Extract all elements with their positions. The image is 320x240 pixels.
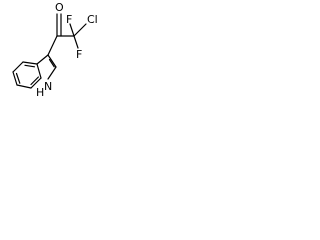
fluorine-right-label: F xyxy=(76,48,82,61)
chlorine-label: Cl xyxy=(87,13,98,26)
bond-c3-c2 xyxy=(47,54,57,68)
bond-c3a-c7a-inner xyxy=(24,64,36,68)
acyl-side-chain xyxy=(47,13,87,56)
bond-c3a-c3 xyxy=(36,54,49,65)
hydrogen-label: H xyxy=(36,86,44,99)
bond-c2-n1 xyxy=(47,66,57,80)
fluorine-left-label: F xyxy=(66,13,72,26)
chemical-structure-diagram: O F F Cl N H xyxy=(12,1,98,99)
bond-c7-c6 xyxy=(12,71,18,86)
bond-c3-carbonyl xyxy=(47,35,58,56)
bond-c2-c3-inner xyxy=(48,58,55,68)
bond-cf2-f-left xyxy=(69,23,75,37)
oxygen-label: O xyxy=(55,1,64,14)
pyrrole-ring xyxy=(36,54,57,80)
bond-cf2-f-bottom xyxy=(73,35,79,49)
bond-c5-c4 xyxy=(30,77,42,89)
atom-labels: O F F Cl N H xyxy=(36,1,98,99)
bond-c4-c3a xyxy=(36,63,42,79)
bond-c6-c5 xyxy=(16,84,32,89)
bond-c7-c6-inner xyxy=(15,72,21,84)
bond-cf2-cl xyxy=(73,23,87,37)
nitrogen-label: N xyxy=(44,80,52,93)
bond-c3a-c7a xyxy=(22,61,38,65)
benzene-ring xyxy=(12,61,42,89)
bond-c7a-c7 xyxy=(12,61,24,73)
bond-c5-c4-inner xyxy=(30,76,40,86)
